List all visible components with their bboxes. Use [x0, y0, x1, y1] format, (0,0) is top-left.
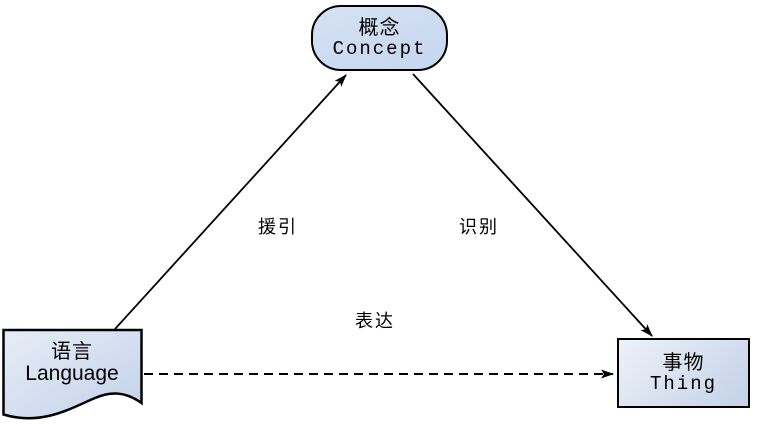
node-language-label-en: Language — [25, 362, 119, 386]
node-thing-label-zh: 事物 — [662, 350, 705, 375]
node-language: 语言 Language — [2, 334, 142, 392]
edge-label-identify: 识别 — [459, 217, 499, 238]
node-concept: 概念 Concept — [311, 5, 448, 71]
node-thing: 事物 Thing — [617, 338, 750, 408]
node-language-label-zh: 语言 — [51, 339, 93, 364]
edge-identify-arrow — [412, 73, 653, 337]
edge-label-cite: 援引 — [258, 217, 298, 238]
node-thing-label-en: Thing — [649, 372, 717, 395]
node-concept-label-en: Concept — [332, 37, 427, 60]
language-node-shape — [2, 328, 143, 420]
node-concept-label-zh: 概念 — [358, 15, 401, 40]
edge-label-express: 表达 — [355, 311, 395, 332]
edge-cite-arrow — [114, 74, 347, 330]
